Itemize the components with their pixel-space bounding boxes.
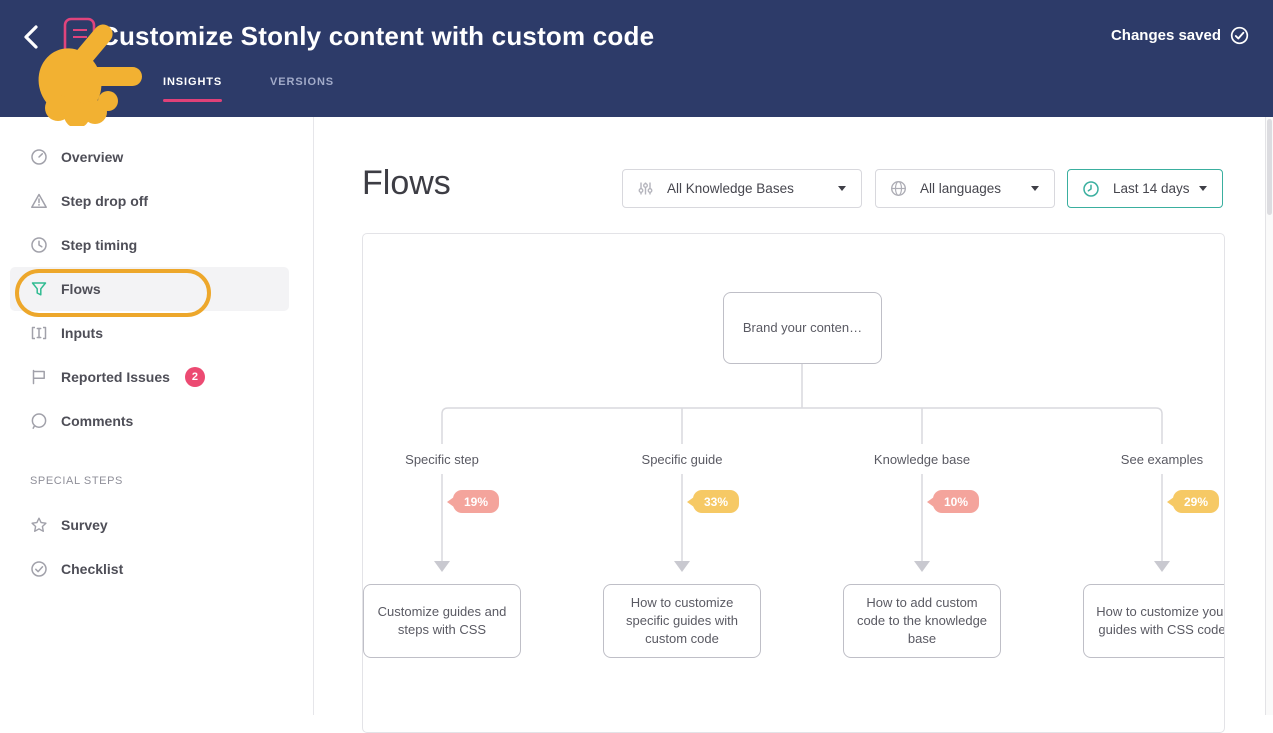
funnel-icon <box>31 282 47 296</box>
percent-badge: 19% <box>453 490 500 513</box>
sidebar-item-reported-issues[interactable]: Reported Issues 2 <box>10 355 289 399</box>
flow-node-target[interactable]: How to add custom code to the knowledge … <box>843 584 1001 658</box>
section-label-special-steps: SPECIAL STEPS <box>30 475 123 487</box>
sidebar-item-survey[interactable]: Survey <box>10 503 289 547</box>
flow-node-target[interactable]: Customize guides and steps with CSS <box>363 584 521 658</box>
flag-icon <box>32 369 45 385</box>
flow-node-target[interactable]: How to customize your guides with CSS co… <box>1083 584 1224 658</box>
flows-diagram-panel: Brand your conten… Specific step Specifi… <box>362 233 1225 733</box>
sidebar-item-flows[interactable]: Flows <box>10 267 289 311</box>
clock-icon <box>1083 180 1099 197</box>
input-cursor-icon <box>31 326 47 340</box>
filter-value: All Knowledge Bases <box>667 181 794 196</box>
top-header: Customize Stonly content with custom cod… <box>0 0 1273 117</box>
guide-document-icon <box>63 17 96 56</box>
percent-badge: 33% <box>693 490 740 513</box>
tab-insights[interactable]: INSIGHTS <box>163 76 223 102</box>
insights-sidebar: Overview Step drop off Step timing Flows <box>0 117 314 715</box>
clock-icon <box>31 237 47 253</box>
sliders-icon <box>638 182 653 195</box>
chevron-down-icon <box>1199 186 1207 191</box>
globe-icon <box>890 180 907 197</box>
arrowhead-icon <box>674 561 690 572</box>
gauge-icon <box>31 149 47 165</box>
branch-label: Knowledge base <box>873 452 971 467</box>
arrowhead-icon <box>434 561 450 572</box>
tab-editor[interactable]: EDITOR <box>54 76 101 88</box>
vertical-scrollbar[interactable] <box>1265 117 1273 715</box>
percent-badge: 29% <box>1173 490 1220 513</box>
filter-value: Last 14 days <box>1113 181 1190 196</box>
chevron-down-icon <box>1031 186 1039 191</box>
warning-triangle-icon <box>31 193 47 208</box>
filter-value: All languages <box>920 181 1002 196</box>
comment-bubble-icon <box>31 413 47 429</box>
percent-badge: 10% <box>933 490 980 513</box>
flow-node-target[interactable]: How to customize specific guides with cu… <box>603 584 761 658</box>
sidebar-item-label: Survey <box>61 517 108 533</box>
sidebar-item-step-timing[interactable]: Step timing <box>10 223 289 267</box>
sidebar-item-label: Flows <box>61 281 101 297</box>
sidebar-item-comments[interactable]: Comments <box>10 399 289 443</box>
save-status: Changes saved <box>1111 26 1249 45</box>
flow-node-root[interactable]: Brand your conten… <box>723 292 882 364</box>
sidebar-item-checklist[interactable]: Checklist <box>10 547 289 591</box>
check-circle-icon <box>1230 26 1249 45</box>
sidebar-item-label: Inputs <box>61 325 103 341</box>
issues-count-badge: 2 <box>184 367 205 387</box>
arrowhead-icon <box>914 561 930 572</box>
sidebar-item-label: Checklist <box>61 561 124 577</box>
branch-label: See examples <box>1120 452 1204 467</box>
sidebar-item-step-drop-off[interactable]: Step drop off <box>10 179 289 223</box>
knowledge-base-filter-dropdown[interactable]: All Knowledge Bases <box>622 169 862 208</box>
tab-versions[interactable]: VERSIONS <box>270 76 335 88</box>
back-button[interactable] <box>20 24 44 50</box>
language-filter-dropdown[interactable]: All languages <box>875 169 1055 208</box>
branch-label: Specific guide <box>641 452 723 467</box>
sidebar-item-label: Comments <box>61 413 134 429</box>
scrollbar-thumb[interactable] <box>1267 119 1272 215</box>
check-circle-icon <box>31 561 47 577</box>
date-range-filter-dropdown[interactable]: Last 14 days <box>1067 169 1223 208</box>
page-title: Customize Stonly content with custom cod… <box>100 21 655 51</box>
sidebar-item-label: Overview <box>61 149 124 165</box>
page-section-heading: Flows <box>362 164 451 202</box>
branch-label: Specific step <box>405 452 479 467</box>
sidebar-item-overview[interactable]: Overview <box>10 135 289 179</box>
arrowhead-icon <box>1154 561 1170 572</box>
chevron-down-icon <box>838 186 846 191</box>
flow-connector-lines <box>441 364 1163 562</box>
save-status-label: Changes saved <box>1110 27 1221 44</box>
sidebar-item-label: Step timing <box>61 237 138 253</box>
star-icon <box>31 517 47 532</box>
sidebar-item-label: Reported Issues <box>61 369 170 385</box>
sidebar-item-label: Step drop off <box>61 193 149 209</box>
sidebar-item-inputs[interactable]: Inputs <box>10 311 289 355</box>
